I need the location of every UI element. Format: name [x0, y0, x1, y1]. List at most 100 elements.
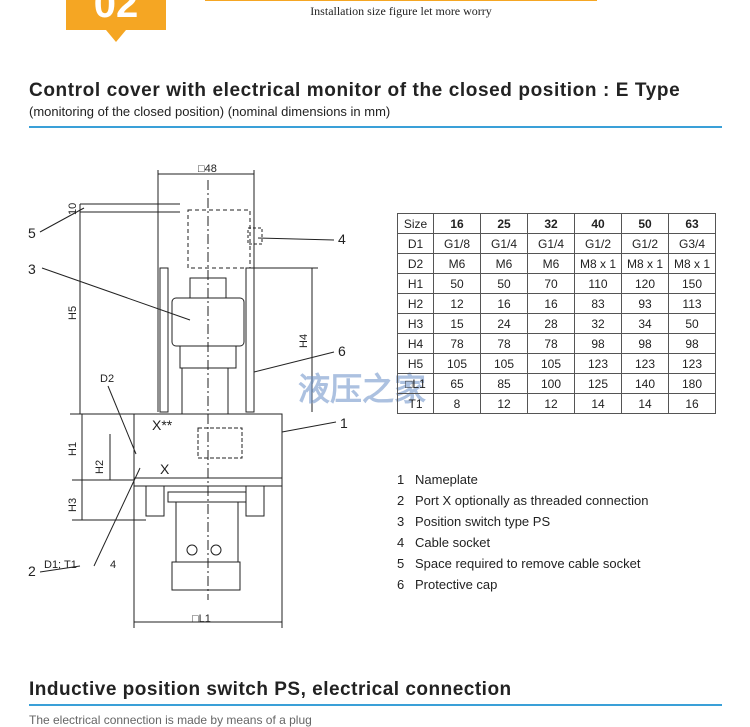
table-cell: G1/2	[574, 233, 622, 254]
table-cell: 123	[668, 353, 716, 374]
table-header-cell: 16	[433, 213, 481, 234]
table-cell: 12	[527, 393, 575, 414]
table-cell: 93	[621, 293, 669, 314]
table-cell: □L1	[397, 373, 434, 394]
table-cell: M8 x 1	[574, 253, 622, 274]
table-header-cell: 50	[621, 213, 669, 234]
legend-number: 6	[397, 577, 405, 592]
table-cell: 120	[621, 273, 669, 294]
legend-text: Cable socket	[415, 535, 491, 550]
table-cell: 85	[480, 373, 528, 394]
table-cell: G1/4	[527, 233, 575, 254]
section-rule	[29, 704, 722, 706]
table-cell: 65	[433, 373, 481, 394]
table-cell: 140	[621, 373, 669, 394]
table-cell: 14	[574, 393, 622, 414]
table-cell: 78	[527, 333, 575, 354]
table-cell: 83	[574, 293, 622, 314]
top-rule	[205, 0, 597, 1]
legend-number: 3	[397, 514, 405, 529]
legend-number: 1	[397, 472, 405, 487]
table-cell: 28	[527, 313, 575, 334]
dim-h2: H2	[94, 460, 106, 474]
dim-l1: □L1	[192, 613, 211, 625]
dim-h3: H3	[67, 498, 79, 512]
dim-h5: H5	[67, 306, 79, 320]
list-item: 5 Space required to remove cable socket	[397, 556, 648, 577]
section-title: Inductive position switch PS, electrical…	[29, 679, 512, 700]
dim-h4: H4	[298, 334, 310, 348]
legend-text: Port X optionally as threaded connection	[415, 493, 649, 508]
section-body-text: The electrical connection is made by mea…	[29, 713, 312, 727]
dim-4: 4	[110, 559, 116, 571]
legend-text: Space required to remove cable socket	[415, 556, 641, 571]
port-x: X	[160, 461, 170, 477]
page-title: Control cover with electrical monitor of…	[29, 80, 681, 101]
table-cell: 50	[433, 273, 481, 294]
table-cell: M6	[480, 253, 528, 274]
table-cell: 12	[433, 293, 481, 314]
table-cell: 125	[574, 373, 622, 394]
callout-3: 3	[28, 261, 36, 277]
table-cell: 100	[527, 373, 575, 394]
table-cell: 105	[527, 353, 575, 374]
table-cell: 16	[527, 293, 575, 314]
table-cell: H1	[397, 273, 434, 294]
dim-h1: H1	[67, 442, 79, 456]
table-cell: 123	[621, 353, 669, 374]
legend-number: 4	[397, 535, 405, 550]
table-cell: 15	[433, 313, 481, 334]
table-cell: H3	[397, 313, 434, 334]
table-cell: M8 x 1	[668, 253, 716, 274]
table-cell: 16	[668, 393, 716, 414]
table-cell: 98	[621, 333, 669, 354]
callout-1: 1	[340, 415, 348, 431]
legend-number: 5	[397, 556, 405, 571]
table-cell: 113	[668, 293, 716, 314]
legend-text: Protective cap	[415, 577, 498, 592]
table-cell: 70	[527, 273, 575, 294]
table-cell: M6	[527, 253, 575, 274]
table-cell: H5	[397, 353, 434, 374]
table-cell: 32	[574, 313, 622, 334]
table-cell: M8 x 1	[621, 253, 669, 274]
table-cell: 50	[480, 273, 528, 294]
table-cell: D2	[397, 253, 434, 274]
title-rule	[29, 126, 722, 128]
table-header-cell: 40	[574, 213, 622, 234]
table-cell: 8	[433, 393, 481, 414]
table-cell: 105	[480, 353, 528, 374]
table-cell: H2	[397, 293, 434, 314]
table-cell: 16	[480, 293, 528, 314]
table-header-cell: 25	[480, 213, 528, 234]
callout-6: 6	[338, 343, 346, 359]
table-cell: G1/8	[433, 233, 481, 254]
table-cell: 14	[621, 393, 669, 414]
port-x-star: X**	[152, 417, 173, 433]
legend-text: Position switch type PS	[415, 514, 551, 529]
table-header-cell: Size	[397, 213, 434, 234]
table-cell: H4	[397, 333, 434, 354]
table-cell: 98	[668, 333, 716, 354]
table-header-cell: 63	[668, 213, 716, 234]
dim-48: □48	[198, 163, 217, 175]
table-cell: 105	[433, 353, 481, 374]
table-cell: T1	[397, 393, 434, 414]
legend-number: 2	[397, 493, 405, 508]
table-cell: 78	[433, 333, 481, 354]
table-cell: G1/4	[480, 233, 528, 254]
list-item: 3 Position switch type PS	[397, 514, 648, 535]
table-cell: 12	[480, 393, 528, 414]
callout-2: 2	[28, 563, 36, 579]
table-cell: 50	[668, 313, 716, 334]
table-header-cell: 32	[527, 213, 575, 234]
